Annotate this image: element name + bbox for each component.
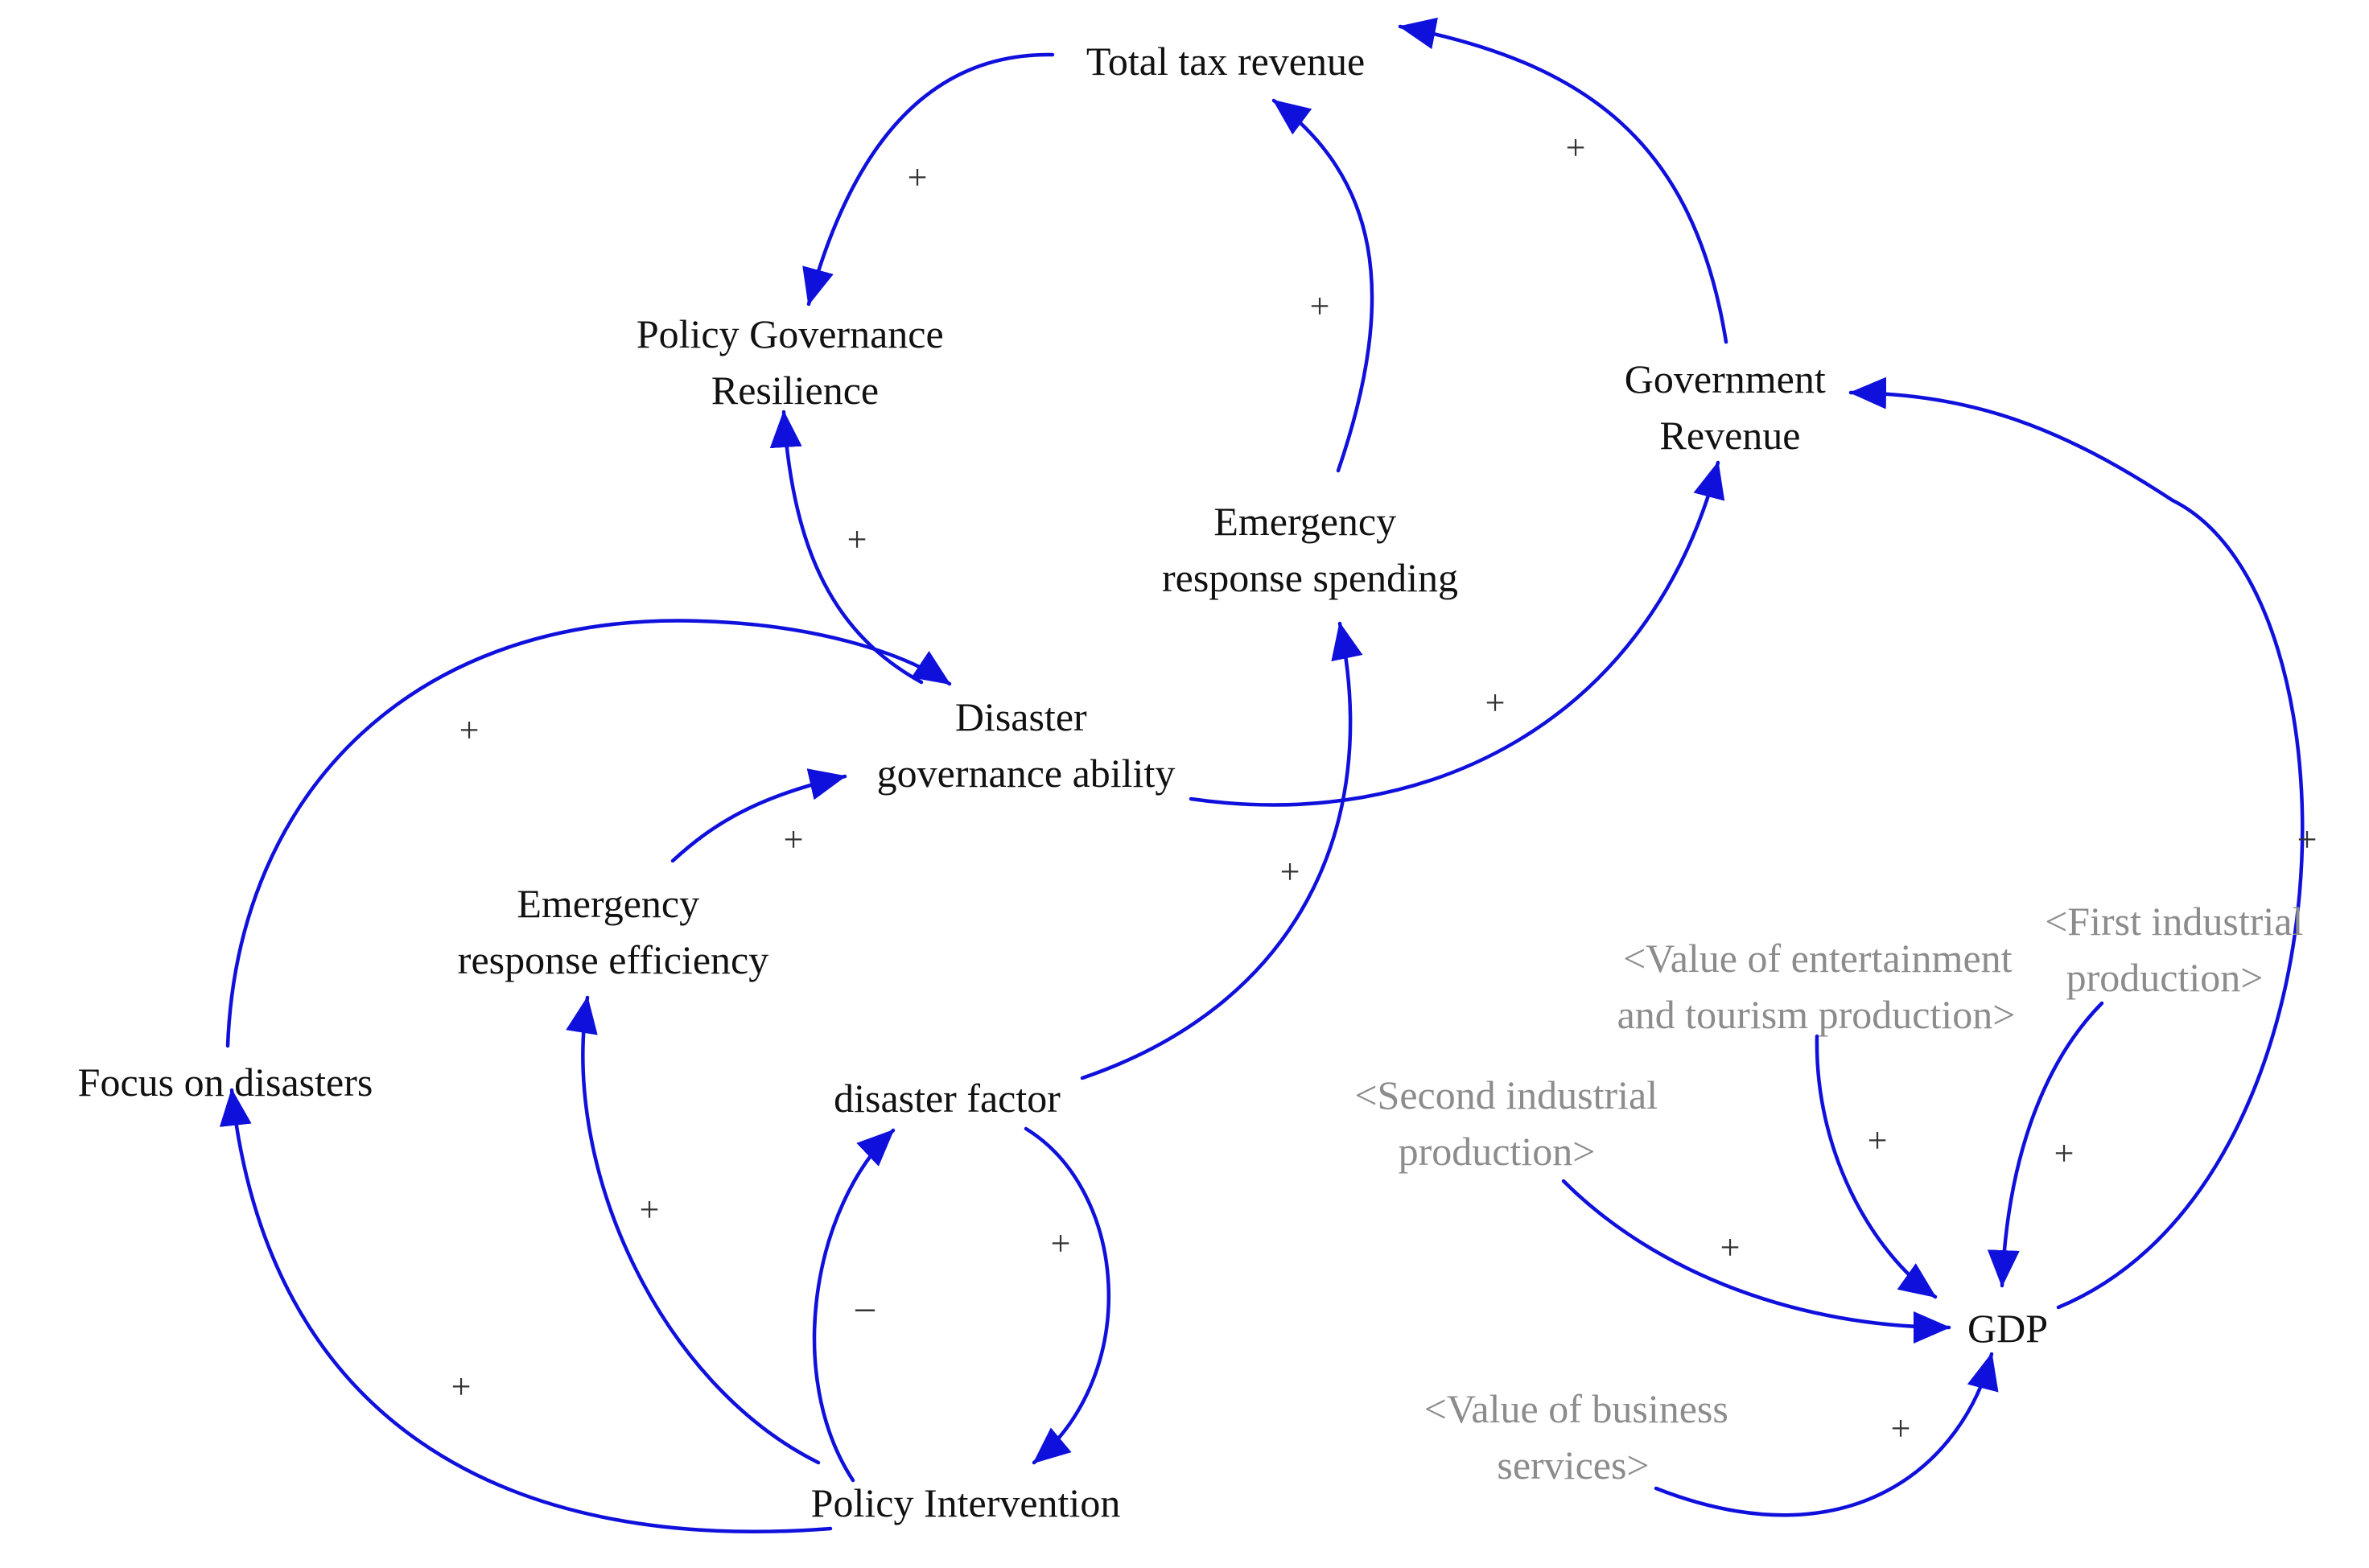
polarity-sign: + [451,1367,472,1406]
link-gdp-to-govrevenue [1848,377,2305,1310]
link-entertainment-to-gdp [1815,1034,1938,1299]
polarity-sign: + [1566,128,1586,167]
link-business-to-gdp [1654,1352,1999,1517]
link-ability-to-resilience [769,409,924,685]
node-total-tax-revenue: Total tax revenue [1086,39,1365,84]
node-policy-governance-resilience: Policy Governance Resilience [637,311,954,413]
link-second-industrial-to-gdp [1561,1179,1951,1344]
node-government-revenue: Government Revenue [1625,356,1835,458]
polarity-sign: + [847,520,867,559]
shadow-node-second-industrial-production: <Second industrial production> [1354,1072,1667,1174]
link-tax-to-resilience [802,52,1055,307]
link-intervention-to-factor [812,1128,896,1483]
node-disaster-factor: disaster factor [834,1076,1061,1121]
link-ability-to-govrevenue [1189,460,1725,807]
polarity-sign: + [640,1190,660,1229]
polarity-sign: + [784,820,804,859]
link-first-industrial-to-gdp [1987,1001,2104,1288]
polarity-sign: + [908,158,928,197]
polarity-sign-negative: − [853,1288,876,1334]
polarity-sign: + [1051,1224,1071,1263]
polarity-sign: + [1485,683,1506,722]
shadow-node-value-entertainment-tourism: <Value of entertainment and tourism prod… [1617,936,2022,1037]
link-factor-to-intervention [1024,1126,1111,1465]
polarity-sign: + [1891,1409,1911,1448]
node-policy-intervention: Policy Intervention [811,1480,1121,1525]
link-factor-to-spending [1080,621,1363,1080]
link-focus-to-ability [225,619,952,1048]
node-focus-on-disasters: Focus on disasters [78,1060,373,1105]
link-efficiency-to-ability [670,768,847,863]
shadow-node-value-business-services: <Value of business services> [1424,1386,1739,1488]
polarity-sign: + [2297,820,2318,859]
link-intervention-to-focus [219,1088,833,1534]
polarity-sign: + [459,710,480,750]
polarity-sign: + [1720,1228,1741,1267]
node-emergency-response-efficiency: Emergency response efficiency [458,881,768,982]
node-emergency-response-spending: Emergency response spending [1162,499,1458,600]
link-spending-to-tax [1271,98,1374,473]
node-gdp: GDP [1967,1306,2048,1351]
polarity-sign: + [2054,1134,2074,1173]
polarity-sign: + [1310,286,1330,326]
polarity-sign: + [1868,1121,1888,1160]
link-intervention-to-efficiency [566,995,821,1465]
link-govrevenue-to-tax [1398,17,1728,344]
polarity-sign: + [1280,852,1300,891]
shadow-node-first-industrial-production: <First industrial production> [2045,899,2313,1000]
node-disaster-governance-ability: Disaster governance ability [877,694,1176,796]
